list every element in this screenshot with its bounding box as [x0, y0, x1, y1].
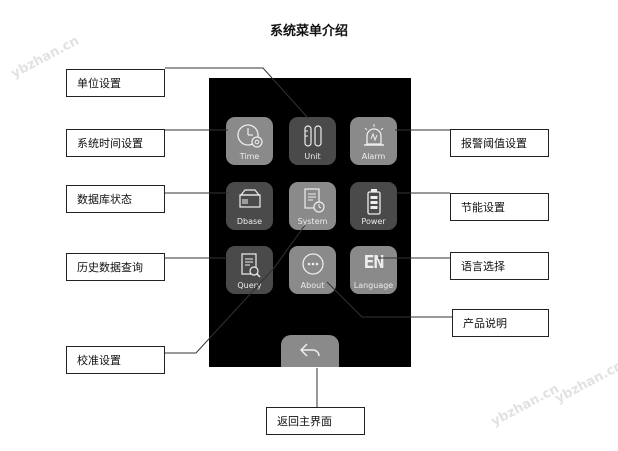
alarm-icon [359, 122, 389, 154]
tile-query[interactable]: Query [226, 246, 273, 294]
callout-language-select: 语言选择 [450, 252, 549, 280]
database-icon [235, 187, 265, 217]
tile-power[interactable]: Power [350, 182, 397, 230]
tile-dbase[interactable]: Dbase [226, 182, 273, 230]
tile-language[interactable]: EN Language [350, 246, 397, 294]
tile-label: Time [239, 152, 260, 161]
callout-alarm-threshold: 报警阈值设置 [450, 129, 549, 157]
tile-label: Query [237, 281, 262, 290]
tile-about[interactable]: About [289, 246, 336, 294]
tile-label: Language [353, 281, 394, 290]
callout-history-query: 历史数据查询 [66, 253, 165, 281]
about-icon [299, 251, 327, 283]
tile-label: Unit [304, 152, 321, 161]
language-icon: EN [363, 252, 385, 273]
tile-time[interactable]: Time [226, 117, 273, 165]
tile-alarm[interactable]: Alarm [350, 117, 397, 165]
callout-power-saving: 节能设置 [450, 193, 549, 221]
callout-db-status: 数据库状态 [66, 185, 165, 213]
tile-label: Dbase [236, 217, 263, 226]
tile-label: System [297, 217, 328, 226]
battery-icon [362, 187, 386, 221]
system-icon [298, 187, 328, 219]
watermark: ybzhan.cn [488, 381, 562, 430]
callout-unit-settings: 单位设置 [66, 69, 165, 97]
tile-system[interactable]: System [289, 182, 336, 230]
tile-label: Alarm [361, 152, 386, 161]
callout-product-info: 产品说明 [452, 309, 549, 337]
back-arrow-icon [298, 341, 322, 363]
diagram-title: 系统菜单介绍 [269, 24, 348, 39]
back-button[interactable] [281, 335, 339, 367]
callout-calibration: 校准设置 [66, 346, 165, 374]
tile-label: About [300, 281, 325, 290]
watermark: ybzhan.cn [552, 358, 618, 407]
unit-icon [300, 122, 326, 154]
tile-unit[interactable]: Unit [289, 117, 336, 165]
query-icon [236, 251, 264, 285]
callout-return-main: 返回主界面 [266, 407, 365, 435]
clock-gear-icon [235, 122, 265, 154]
callout-time-settings: 系统时间设置 [66, 129, 165, 157]
tile-label: Power [361, 217, 386, 226]
